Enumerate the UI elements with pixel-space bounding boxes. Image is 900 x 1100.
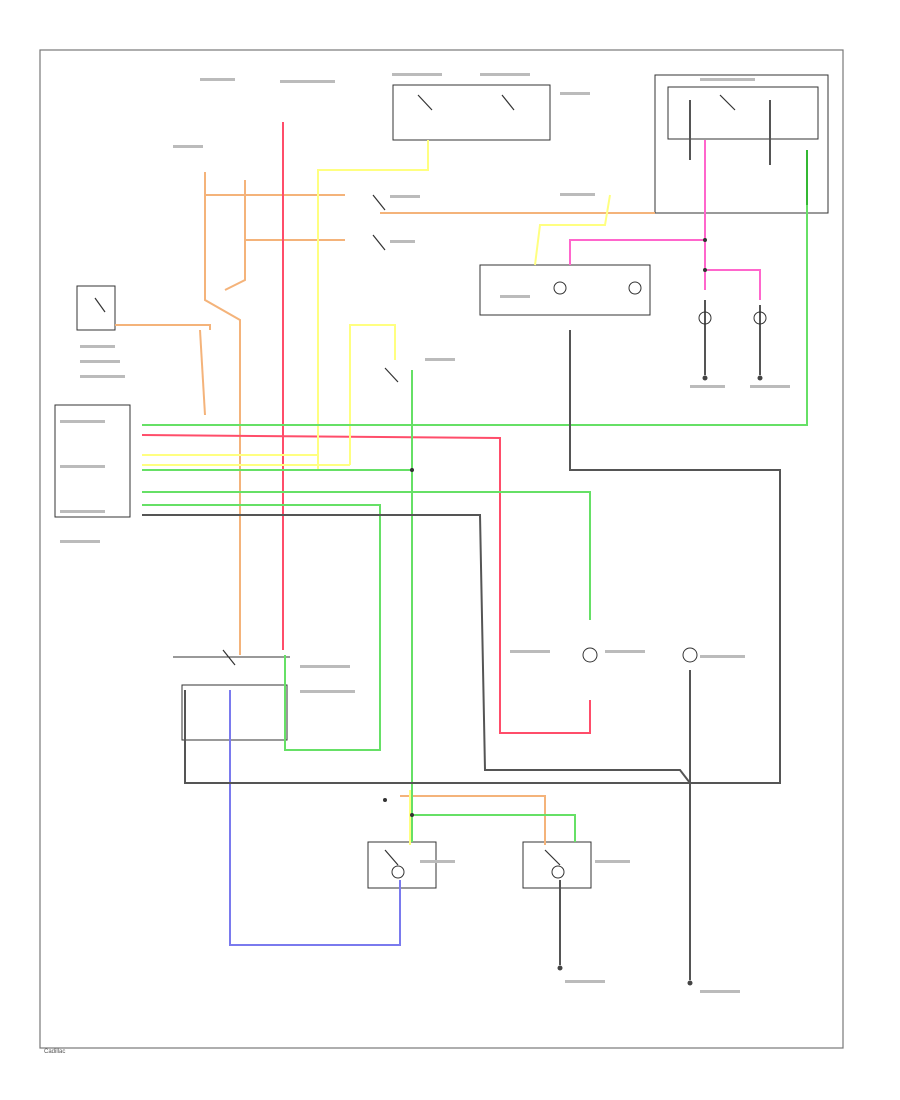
fuse-relay-box-top <box>392 84 551 141</box>
body-control-module-box <box>54 404 131 518</box>
label-block <box>595 860 630 863</box>
twilight-sentinel-inner-box <box>667 86 819 140</box>
splice-dot-icon <box>703 268 707 272</box>
wire-orange-8 <box>199 329 206 416</box>
switch-contact-icon <box>417 94 433 111</box>
lamp-bulb-icon <box>551 865 565 879</box>
splice-dot-icon <box>703 238 707 242</box>
label-block <box>700 655 745 658</box>
wire-blue-1 <box>229 690 401 946</box>
splice-dot-icon <box>410 813 414 817</box>
label-block <box>80 375 125 378</box>
diagram-frame <box>39 49 844 1049</box>
wire-red-2 <box>141 434 591 734</box>
ground-terminal-icon <box>757 375 763 381</box>
label-block <box>690 385 725 388</box>
label-block <box>300 665 350 668</box>
label-block <box>700 78 755 81</box>
label-block <box>425 358 455 361</box>
wire-orange-6 <box>115 324 211 330</box>
lamp-bulb-icon <box>391 865 405 879</box>
label-block <box>300 690 355 693</box>
label-block <box>280 80 335 83</box>
label-block <box>60 420 105 423</box>
lamp-bulb-icon <box>582 647 598 663</box>
dimming-module-box <box>479 264 651 316</box>
wire-yellow-2 <box>349 324 396 465</box>
label-block <box>605 650 645 653</box>
switch-contact-icon <box>372 234 386 251</box>
left-headlamp-box <box>367 841 437 889</box>
headlamp-switch-box <box>181 684 288 741</box>
wire-gray-1 <box>142 330 781 784</box>
label-placeholders <box>60 73 790 993</box>
lamp-bulbs <box>391 281 767 879</box>
lamp-bulb-icon <box>553 281 567 295</box>
ground-terminal-icon <box>687 980 693 986</box>
wire-green-1 <box>142 150 808 426</box>
label-block <box>60 540 100 543</box>
label-block <box>565 980 605 983</box>
label-block <box>80 345 115 348</box>
ground-terminal-icon <box>557 965 563 971</box>
label-block <box>173 145 203 148</box>
label-block <box>700 990 740 993</box>
label-block <box>750 385 790 388</box>
label-block <box>500 295 530 298</box>
label-block <box>510 650 550 653</box>
switch-contact-icon <box>501 94 515 111</box>
switch-contact-icon <box>94 297 106 313</box>
diagram-code: Cadillac <box>44 1049 65 1055</box>
label-block <box>390 195 420 198</box>
ground-terminal-icon <box>702 375 708 381</box>
right-headlamp-box <box>522 841 592 889</box>
label-block <box>560 193 595 196</box>
splice-dot-icon <box>383 798 387 802</box>
twilight-sentinel-box <box>654 74 829 214</box>
wire-yellow-3 <box>534 194 611 266</box>
wires <box>115 100 808 980</box>
wire-pink-2 <box>705 269 761 300</box>
wire-orange-4 <box>224 180 246 291</box>
grounds <box>557 375 763 986</box>
label-block <box>390 240 415 243</box>
label-block <box>60 510 105 513</box>
switch-contact-icon <box>719 94 736 111</box>
wire-green-6 <box>412 814 576 842</box>
switch-contact-icon <box>222 649 236 666</box>
switch-contact-icon <box>384 849 399 866</box>
components <box>54 74 829 889</box>
switch-contact-icon <box>372 194 386 211</box>
wire-orange-7 <box>400 795 546 845</box>
label-block <box>480 73 530 76</box>
splice-dot-icon <box>410 468 414 472</box>
light-sensor-box <box>76 285 116 331</box>
label-block <box>420 860 455 863</box>
wire-orange-1 <box>204 172 241 655</box>
switch-contact-icon <box>544 849 561 866</box>
lamp-bulb-icon <box>698 311 712 325</box>
lamp-bulb-icon <box>682 647 698 663</box>
wire-gray-2 <box>184 690 690 784</box>
splices <box>383 238 707 817</box>
wire-yellow-1 <box>317 140 429 470</box>
lamp-bulb-icon <box>753 311 767 325</box>
switch-contact-icon <box>384 367 399 383</box>
label-block <box>60 465 105 468</box>
wire-green-4 <box>142 491 591 620</box>
wire-green-5 <box>142 504 381 751</box>
label-block <box>80 360 120 363</box>
label-block <box>392 73 442 76</box>
label-block <box>200 78 235 81</box>
switch-contacts <box>94 94 736 866</box>
wire-pink-1 <box>569 140 706 265</box>
label-block <box>560 92 590 95</box>
lamp-bulb-icon <box>628 281 642 295</box>
